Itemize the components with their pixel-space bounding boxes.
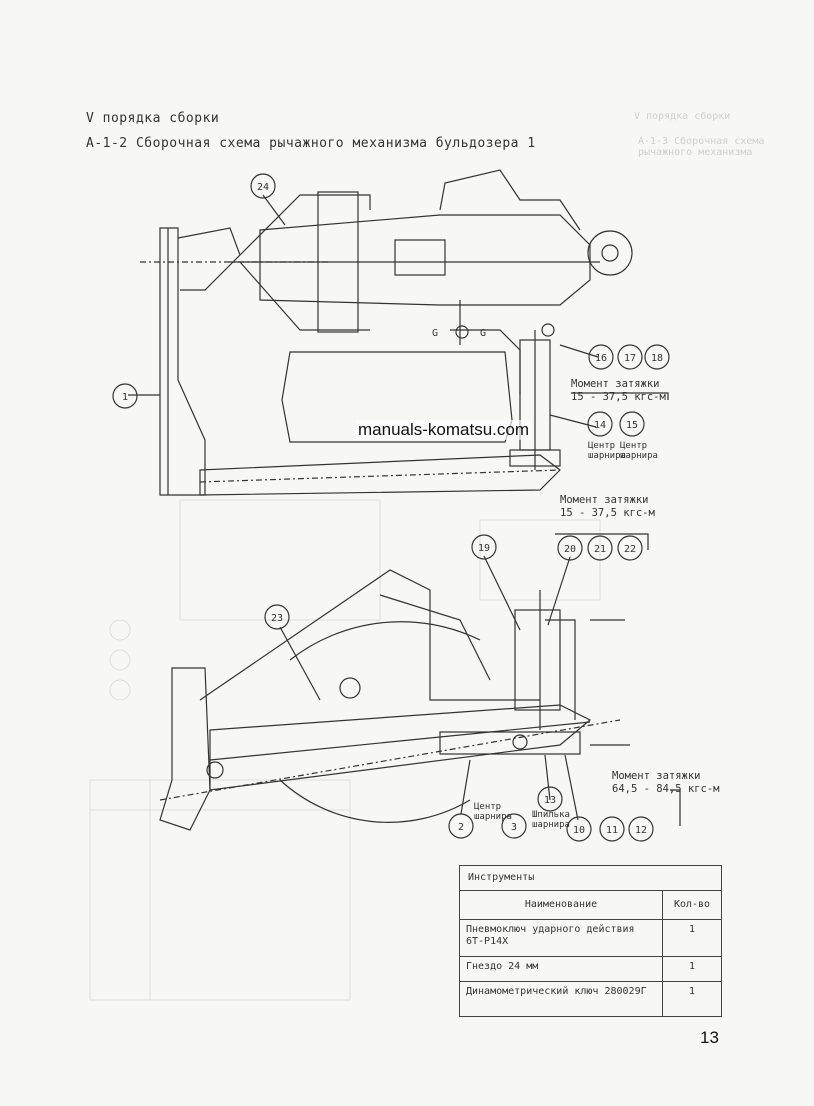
tool-qty: 1 (688, 924, 696, 935)
tool-name: Динамометрический ключ 280029Г (460, 982, 663, 1016)
link-center-label: Центр шарнира (474, 802, 512, 822)
bleed-through-text: А-1-3 Сборочная схема рычажного механизм… (638, 136, 765, 158)
column-header-qty: Кол-во (673, 899, 711, 910)
side-blade (159, 667, 211, 831)
blade-profile (159, 227, 206, 496)
push-frame (209, 704, 592, 791)
callout-1: 1 (122, 392, 128, 403)
tool-qty: 1 (688, 961, 696, 972)
callout-24: 24 (257, 182, 269, 193)
frame-tube (281, 351, 513, 443)
watermark: manuals-komatsu.com (356, 420, 532, 440)
callout-12: 12 (635, 825, 647, 836)
push-beam (199, 454, 561, 496)
svg-text:G: G (432, 328, 438, 339)
section-heading: V порядка сборки (86, 111, 220, 126)
tool-name: Гнездо 24 мм (460, 957, 663, 981)
callout-circles (112, 173, 670, 842)
table-row: Динамометрический ключ 280029Г 1 (460, 982, 721, 1016)
callout-11: 11 (606, 825, 618, 836)
callout-17: 17 (624, 353, 636, 364)
callout-3: 3 (511, 822, 517, 833)
figure-title: А-1-2 Сборочная схема рычажного механизм… (86, 136, 536, 151)
column-header-name: Наименование (460, 891, 663, 919)
lift-arm (199, 569, 540, 701)
pivot-center-label: Центр шарнира (620, 441, 658, 461)
callout-2: 2 (458, 822, 464, 833)
table-row: Пневмоключ ударного действия 6Т-Р14Х 1 (460, 920, 721, 957)
blade-top-arm (177, 227, 241, 291)
pin-center-label: Шпилька шарнира (532, 810, 570, 830)
torque-note-lower: Момент затяжки 64,5 - 84,5 кгс-м (612, 770, 720, 795)
page-number: 13 (700, 1028, 719, 1047)
tool-qty: 1 (688, 986, 696, 997)
hydraulic-cylinder (439, 731, 581, 755)
frame-arm (239, 194, 371, 256)
bleed-through-drawing (89, 499, 601, 1001)
callout-10: 10 (573, 825, 585, 836)
callout-22: 22 (624, 544, 636, 555)
callout-19: 19 (478, 543, 490, 554)
callout-20: 20 (564, 544, 576, 555)
callout-15: 15 (626, 420, 638, 431)
pivot-center-label: Центр шарнира (588, 441, 626, 461)
torque-note-middle: Момент затяжки 15 - 37,5 кгс-м (560, 494, 655, 519)
tools-table-title: Инструменты (460, 866, 721, 891)
bleed-through-text: V порядка сборки (634, 111, 731, 122)
callout-13: 13 (544, 795, 556, 806)
tools-table-header: Наименование Кол-во (460, 891, 721, 920)
torque-note-upper: Момент затяжки 15 - 37,5 кгс-м (571, 378, 666, 403)
callout-21: 21 (594, 544, 606, 555)
tools-table: Инструменты Наименование Кол-во Пневмокл… (459, 865, 722, 1017)
callout-numbers: 24 1 16 17 18 14 15 19 20 21 22 23 2 3 1… (122, 182, 663, 836)
link-body (259, 214, 591, 306)
callout-18: 18 (651, 353, 663, 364)
callout-14: 14 (594, 420, 606, 431)
svg-text:G: G (480, 328, 486, 339)
callout-16: 16 (595, 353, 607, 364)
table-row: Гнездо 24 мм 1 (460, 957, 721, 982)
tool-name: Пневмоключ ударного действия 6Т-Р14Х (460, 920, 663, 956)
callout-23: 23 (271, 613, 283, 624)
